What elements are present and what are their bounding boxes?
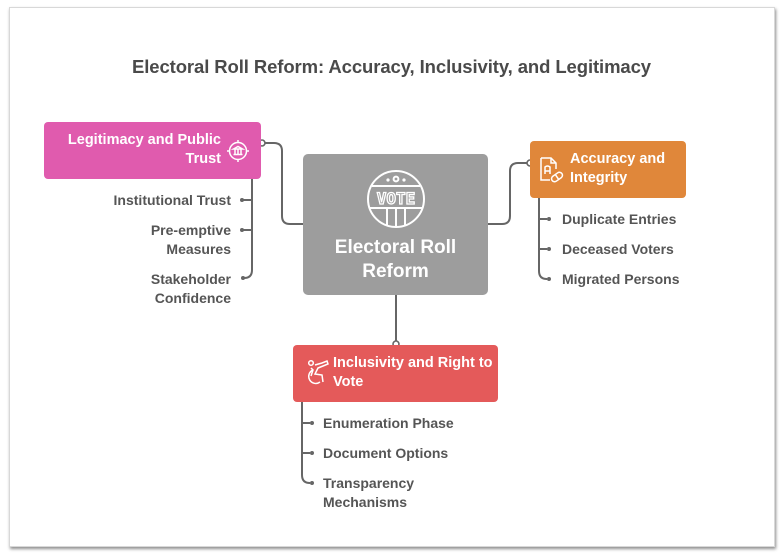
item-bullet — [240, 228, 244, 232]
list-item: Institutional Trust — [113, 192, 231, 208]
tree-line-accuracy — [538, 198, 548, 280]
connector-center-legitimacy — [265, 142, 303, 225]
tree-line-legitimacy — [243, 179, 253, 279]
item-bullet — [240, 198, 244, 202]
list-item: Migrated Persons — [562, 271, 680, 287]
branch-accuracy: Accuracy and Integrity — [530, 141, 686, 198]
list-item: Pre-emptive Measures — [150, 222, 231, 257]
item-bullet — [241, 276, 245, 280]
vote-badge-icon: VOTE — [367, 170, 425, 228]
item-bullet — [547, 277, 551, 281]
branch-accuracy-label: Accuracy and Integrity — [570, 151, 666, 186]
item-bullet — [310, 421, 314, 425]
branch-legitimacy: Legitimacy and Public Trust — [44, 122, 261, 179]
branch-legitimacy-label: Legitimacy and Public Trust — [67, 132, 221, 167]
item-bullet — [310, 451, 314, 455]
diagram-title: Electoral Roll Reform: Accuracy, Inclusi… — [131, 56, 651, 77]
vote-icon-text: VOTE — [377, 189, 416, 208]
item-bullet — [547, 247, 551, 251]
list-item: Transparency Mechanisms — [323, 475, 415, 510]
center-node-label: Electoral Roll Reform — [334, 237, 457, 282]
list-item: Stakeholder Confidence — [150, 271, 231, 306]
list-item: Deceased Voters — [562, 241, 674, 257]
connector-center-accuracy — [488, 162, 527, 225]
list-item: Document Options — [323, 445, 449, 461]
item-bullet — [547, 217, 551, 221]
institution-target-icon — [227, 140, 249, 162]
document-pill-icon — [540, 157, 564, 183]
tree-line-inclusivity — [301, 402, 311, 484]
list-item: Enumeration Phase — [323, 415, 454, 431]
item-bullet — [310, 481, 314, 485]
branch-inclusivity-label: Inclusivity and Right to Vote — [333, 355, 493, 390]
center-node: VOTE Electoral Roll Reform — [303, 154, 488, 295]
list-item: Duplicate Entries — [562, 211, 677, 227]
branch-inclusivity: Inclusivity and Right to Vote — [293, 345, 498, 402]
wheelchair-icon — [307, 359, 329, 385]
